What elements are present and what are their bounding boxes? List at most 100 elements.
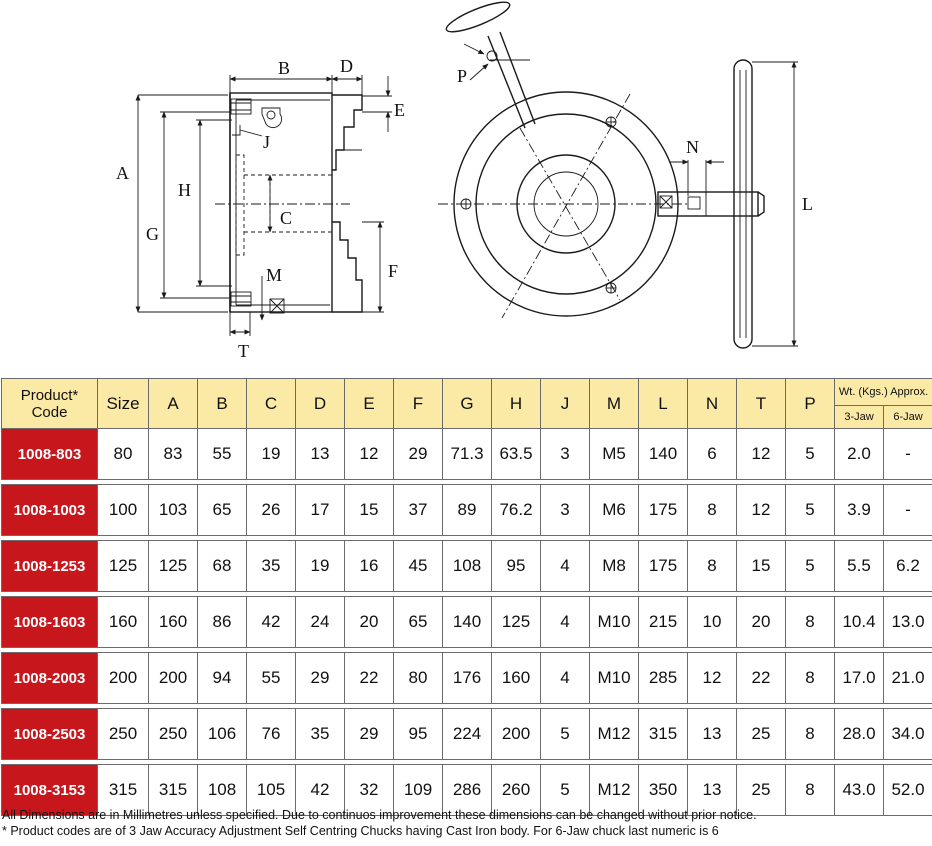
col-header-F: F xyxy=(393,378,443,429)
table-cell: 125 xyxy=(148,540,198,592)
side-view: A G H B D E C F J xyxy=(116,56,405,361)
table-cell: 15 xyxy=(344,484,394,536)
label-F: F xyxy=(388,261,398,281)
table-cell: 20 xyxy=(344,596,394,648)
table-cell: 86 xyxy=(197,596,247,648)
product-code-cell: 1008-2003 xyxy=(1,652,98,704)
table-cell: 4 xyxy=(540,540,590,592)
col-header-T: T xyxy=(736,378,786,429)
table-cell: 200 xyxy=(148,652,198,704)
table-cell: 6 xyxy=(687,428,737,480)
table-cell: M10 xyxy=(589,596,639,648)
row-separator-cell xyxy=(1,479,932,485)
table-cell: 13 xyxy=(295,428,345,480)
table-cell: 8 xyxy=(785,708,835,760)
label-T: T xyxy=(238,341,249,361)
table-cell: 20 xyxy=(736,596,786,648)
label-P: P xyxy=(457,66,467,86)
product-code-cell: 1008-3153 xyxy=(1,764,98,816)
col-header-D: D xyxy=(295,378,345,429)
table-cell: 250 xyxy=(148,708,198,760)
table-cell: 200 xyxy=(97,652,149,704)
table-cell: 94 xyxy=(197,652,247,704)
table-cell: M12 xyxy=(589,708,639,760)
row-separator-cell xyxy=(1,535,932,541)
table-cell: 286 xyxy=(442,764,492,816)
table-cell: M5 xyxy=(589,428,639,480)
table-cell: 55 xyxy=(197,428,247,480)
table-cell: 8 xyxy=(785,596,835,648)
footnote-dimensions: All Dimensions are in Millimetres unless… xyxy=(2,808,757,822)
table-cell: 80 xyxy=(393,652,443,704)
table-cell: 103 xyxy=(148,484,198,536)
table-cell: 42 xyxy=(295,764,345,816)
table-cell: 17 xyxy=(295,484,345,536)
row-separator-cell xyxy=(1,703,932,709)
table-cell: 315 xyxy=(638,708,688,760)
table-cell: 224 xyxy=(442,708,492,760)
table-cell: 32 xyxy=(344,764,394,816)
label-D: D xyxy=(340,56,353,76)
table-cell: 12 xyxy=(736,428,786,480)
table-cell: 175 xyxy=(638,540,688,592)
table-cell: 3 xyxy=(540,428,590,480)
label-L: L xyxy=(802,194,813,214)
table-cell: 83 xyxy=(148,428,198,480)
table-cell: 125 xyxy=(491,596,541,648)
table-cell: 5 xyxy=(785,484,835,536)
table-cell: 76.2 xyxy=(491,484,541,536)
table-cell: 34.0 xyxy=(883,708,932,760)
product-code-cell: 1008-1253 xyxy=(1,540,98,592)
table-cell: 350 xyxy=(638,764,688,816)
col-header-L: L xyxy=(638,378,688,429)
col-header-3-jaw: 3-Jaw xyxy=(834,405,884,429)
table-cell: 12 xyxy=(736,484,786,536)
col-header-M: M xyxy=(589,378,639,429)
table-cell: 16 xyxy=(344,540,394,592)
col-header-B: B xyxy=(197,378,247,429)
table-cell: 5 xyxy=(540,708,590,760)
table-cell: 21.0 xyxy=(883,652,932,704)
table-cell: 71.3 xyxy=(442,428,492,480)
table-cell: 26 xyxy=(246,484,296,536)
label-H: H xyxy=(178,180,191,200)
table-cell: 8 xyxy=(785,764,835,816)
label-E: E xyxy=(394,100,405,120)
col-header-C: C xyxy=(246,378,296,429)
row-separator xyxy=(1,647,932,653)
table-cell: 8 xyxy=(785,652,835,704)
table-cell: 42 xyxy=(246,596,296,648)
table-cell: M10 xyxy=(589,652,639,704)
table-cell: 6.2 xyxy=(883,540,932,592)
col-header-H: H xyxy=(491,378,541,429)
table-cell: 65 xyxy=(197,484,247,536)
table-cell: 24 xyxy=(295,596,345,648)
table-cell: 8 xyxy=(687,484,737,536)
table-cell: 10 xyxy=(687,596,737,648)
table-cell: 35 xyxy=(295,708,345,760)
label-G: G xyxy=(146,224,159,244)
table-cell: 3.9 xyxy=(834,484,884,536)
front-view: P N xyxy=(438,1,765,319)
table-cell: 105 xyxy=(246,764,296,816)
table-cell: 43.0 xyxy=(834,764,884,816)
table-cell: 13.0 xyxy=(883,596,932,648)
product-code-cell: 1008-803 xyxy=(1,428,98,480)
row-separator-cell xyxy=(1,759,932,765)
table-cell: 160 xyxy=(97,596,149,648)
table-cell: - xyxy=(883,484,932,536)
table-cell: M8 xyxy=(589,540,639,592)
key-side-view: L xyxy=(733,59,813,349)
table-cell: 17.0 xyxy=(834,652,884,704)
row-separator xyxy=(1,703,932,709)
row-separator xyxy=(1,535,932,541)
table-cell: 100 xyxy=(97,484,149,536)
row-separator-cell xyxy=(1,647,932,653)
table-cell: 108 xyxy=(442,540,492,592)
table-cell: 176 xyxy=(442,652,492,704)
label-C: C xyxy=(280,208,292,228)
table-cell: 285 xyxy=(638,652,688,704)
table-cell: 15 xyxy=(736,540,786,592)
